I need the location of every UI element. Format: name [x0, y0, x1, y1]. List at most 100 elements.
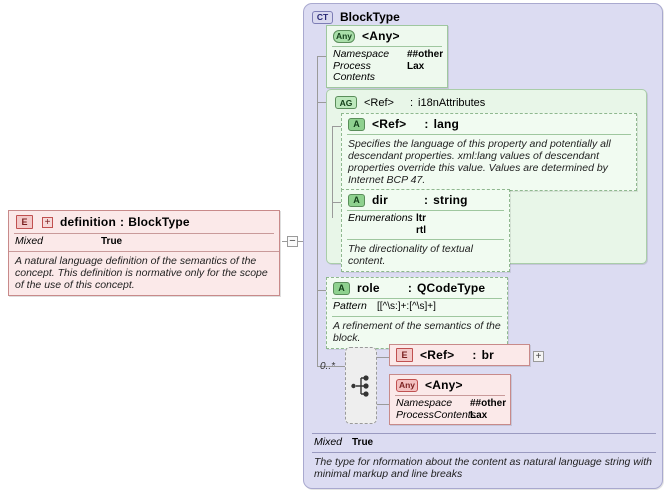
property-row: ProcessContents Lax	[396, 408, 504, 422]
enumeration-value: ltr	[416, 213, 426, 224]
element-separator: :	[120, 215, 125, 229]
complextype-documentation: The type for nformation about the conten…	[314, 455, 652, 480]
tree-branch-lang	[332, 126, 341, 127]
any-top-box[interactable]: Any <Any> Namespace ##other Process Cont…	[326, 25, 448, 88]
expand-plus-icon[interactable]: +	[42, 216, 53, 228]
enumeration-values: ltr rtl	[416, 213, 426, 236]
attribute-lang-documentation: Specifies the language of this property …	[348, 138, 611, 186]
attribute-separator: :	[423, 193, 429, 207]
property-value: [[^\s:]+:[^\s]+]	[377, 301, 436, 312]
divider	[14, 233, 274, 234]
complextype-name: BlockType	[340, 10, 400, 24]
attribute-role-documentation: A refinement of the semantics of the blo…	[333, 319, 501, 344]
attribute-separator: :	[407, 281, 413, 295]
element-icon: E	[396, 348, 413, 362]
attribute-icon: A	[348, 193, 365, 207]
divider	[395, 395, 505, 396]
property-value: True	[352, 437, 374, 448]
any-bottom-properties: Namespace ##other ProcessContents Lax	[390, 396, 510, 424]
property-value: ##other	[407, 49, 444, 60]
divider	[332, 315, 502, 317]
attribute-role-name: role	[357, 281, 380, 295]
divider	[312, 451, 656, 453]
choice-compositor[interactable]	[345, 347, 377, 424]
connector-to-br	[377, 357, 389, 358]
element-definition-header: E + definition : BlockType	[9, 211, 279, 233]
property-row: Enumerations ltr rtl	[348, 212, 503, 236]
property-value: Lax	[407, 60, 425, 72]
connector-line-right	[298, 241, 306, 242]
connector-line-left	[282, 241, 287, 242]
element-definition-box[interactable]: E + definition : BlockType Mixed True A …	[8, 210, 280, 296]
complextype-header: CT BlockType	[312, 10, 400, 24]
property-row: Process Contents Lax	[333, 60, 441, 84]
attribute-icon: A	[333, 281, 350, 295]
attribute-lang-type: lang	[433, 117, 460, 131]
property-key: Pattern	[333, 300, 367, 312]
attribute-dir-type: string	[433, 193, 468, 207]
attribute-dir-name: dir	[372, 193, 388, 207]
complextype-icon: CT	[312, 10, 333, 24]
tree-branch-role	[317, 290, 326, 291]
property-key: Mixed	[15, 235, 44, 247]
element-br-header: E <Ref> : br	[390, 345, 529, 365]
attribute-dir-header: A dir : string	[342, 190, 509, 210]
element-name: definition	[60, 215, 116, 229]
property-row: Namespace ##other	[333, 48, 444, 61]
attribute-lang-box[interactable]: A <Ref> : lang Specifies the language of…	[341, 113, 637, 191]
divider	[347, 239, 504, 240]
attribute-separator: :	[424, 117, 429, 131]
attribute-role-type: QCodeType	[417, 281, 486, 295]
attribute-dir-properties: Enumerations ltr rtl	[342, 211, 509, 239]
collapse-toggle[interactable]: −	[287, 236, 298, 247]
divider	[332, 298, 502, 299]
attribute-lang-name: <Ref>	[372, 117, 407, 131]
property-key: Namespace	[333, 48, 390, 60]
tree-branch-choice	[317, 366, 345, 367]
tree-spine-attrgroup	[332, 126, 333, 218]
property-value: ##other	[470, 398, 507, 409]
attribute-icon: A	[348, 117, 365, 131]
attribute-dir-documentation: The directionality of textual content.	[348, 243, 473, 267]
expand-plus-icon[interactable]: +	[533, 351, 544, 362]
any-bottom-name: <Any>	[425, 378, 463, 392]
any-top-header: Any <Any>	[327, 26, 447, 46]
attribute-role-properties: Pattern [[^\s:]+:[^\s]+]	[327, 299, 507, 316]
property-value: Lax	[470, 409, 488, 421]
tree-spine	[317, 56, 318, 366]
attribute-lang-header: A <Ref> : lang	[342, 114, 636, 134]
tree-branch-attrgroup	[317, 102, 326, 103]
property-row: Mixed True	[312, 434, 656, 452]
property-value: True	[101, 236, 123, 247]
property-key: Mixed	[314, 436, 343, 448]
attribute-group-name: <Ref>	[364, 96, 394, 109]
divider	[312, 433, 656, 434]
divider	[347, 134, 631, 135]
any-icon: Any	[333, 29, 355, 43]
property-key: Enumerations	[348, 212, 413, 224]
any-bottom-box[interactable]: Any <Any> Namespace ##other ProcessConte…	[389, 374, 511, 425]
choice-icon	[351, 375, 369, 397]
enumeration-value: rtl	[416, 224, 426, 236]
any-icon: Any	[396, 378, 418, 392]
attribute-group-separator: :	[409, 96, 414, 109]
attribute-role-header: A role : QCodeType	[327, 278, 507, 298]
element-separator: :	[472, 348, 477, 362]
divider	[347, 210, 504, 211]
element-documentation: A natural language definition of the sem…	[9, 250, 279, 295]
cardinality-label: 0..*	[320, 361, 336, 372]
tree-branch-dir	[332, 202, 341, 203]
any-top-name: <Any>	[362, 29, 400, 43]
element-br-type: br	[481, 348, 494, 362]
attribute-group-header: AG <Ref> : i18nAttributes	[335, 96, 485, 109]
element-icon: E	[16, 215, 33, 229]
property-row: Namespace ##other	[396, 397, 507, 410]
property-key: ProcessContents	[396, 408, 476, 421]
property-row: Pattern [[^\s:]+:[^\s]+]	[333, 300, 501, 313]
tree-branch-any-top	[317, 56, 326, 57]
element-br-box[interactable]: E <Ref> : br	[389, 344, 530, 366]
divider	[332, 46, 442, 47]
attribute-role-box[interactable]: A role : QCodeType Pattern [[^\s:]+:[^\s…	[326, 277, 508, 349]
attribute-dir-box[interactable]: A dir : string Enumerations ltr rtl The …	[341, 189, 510, 272]
element-badge-group: E +	[16, 215, 53, 229]
